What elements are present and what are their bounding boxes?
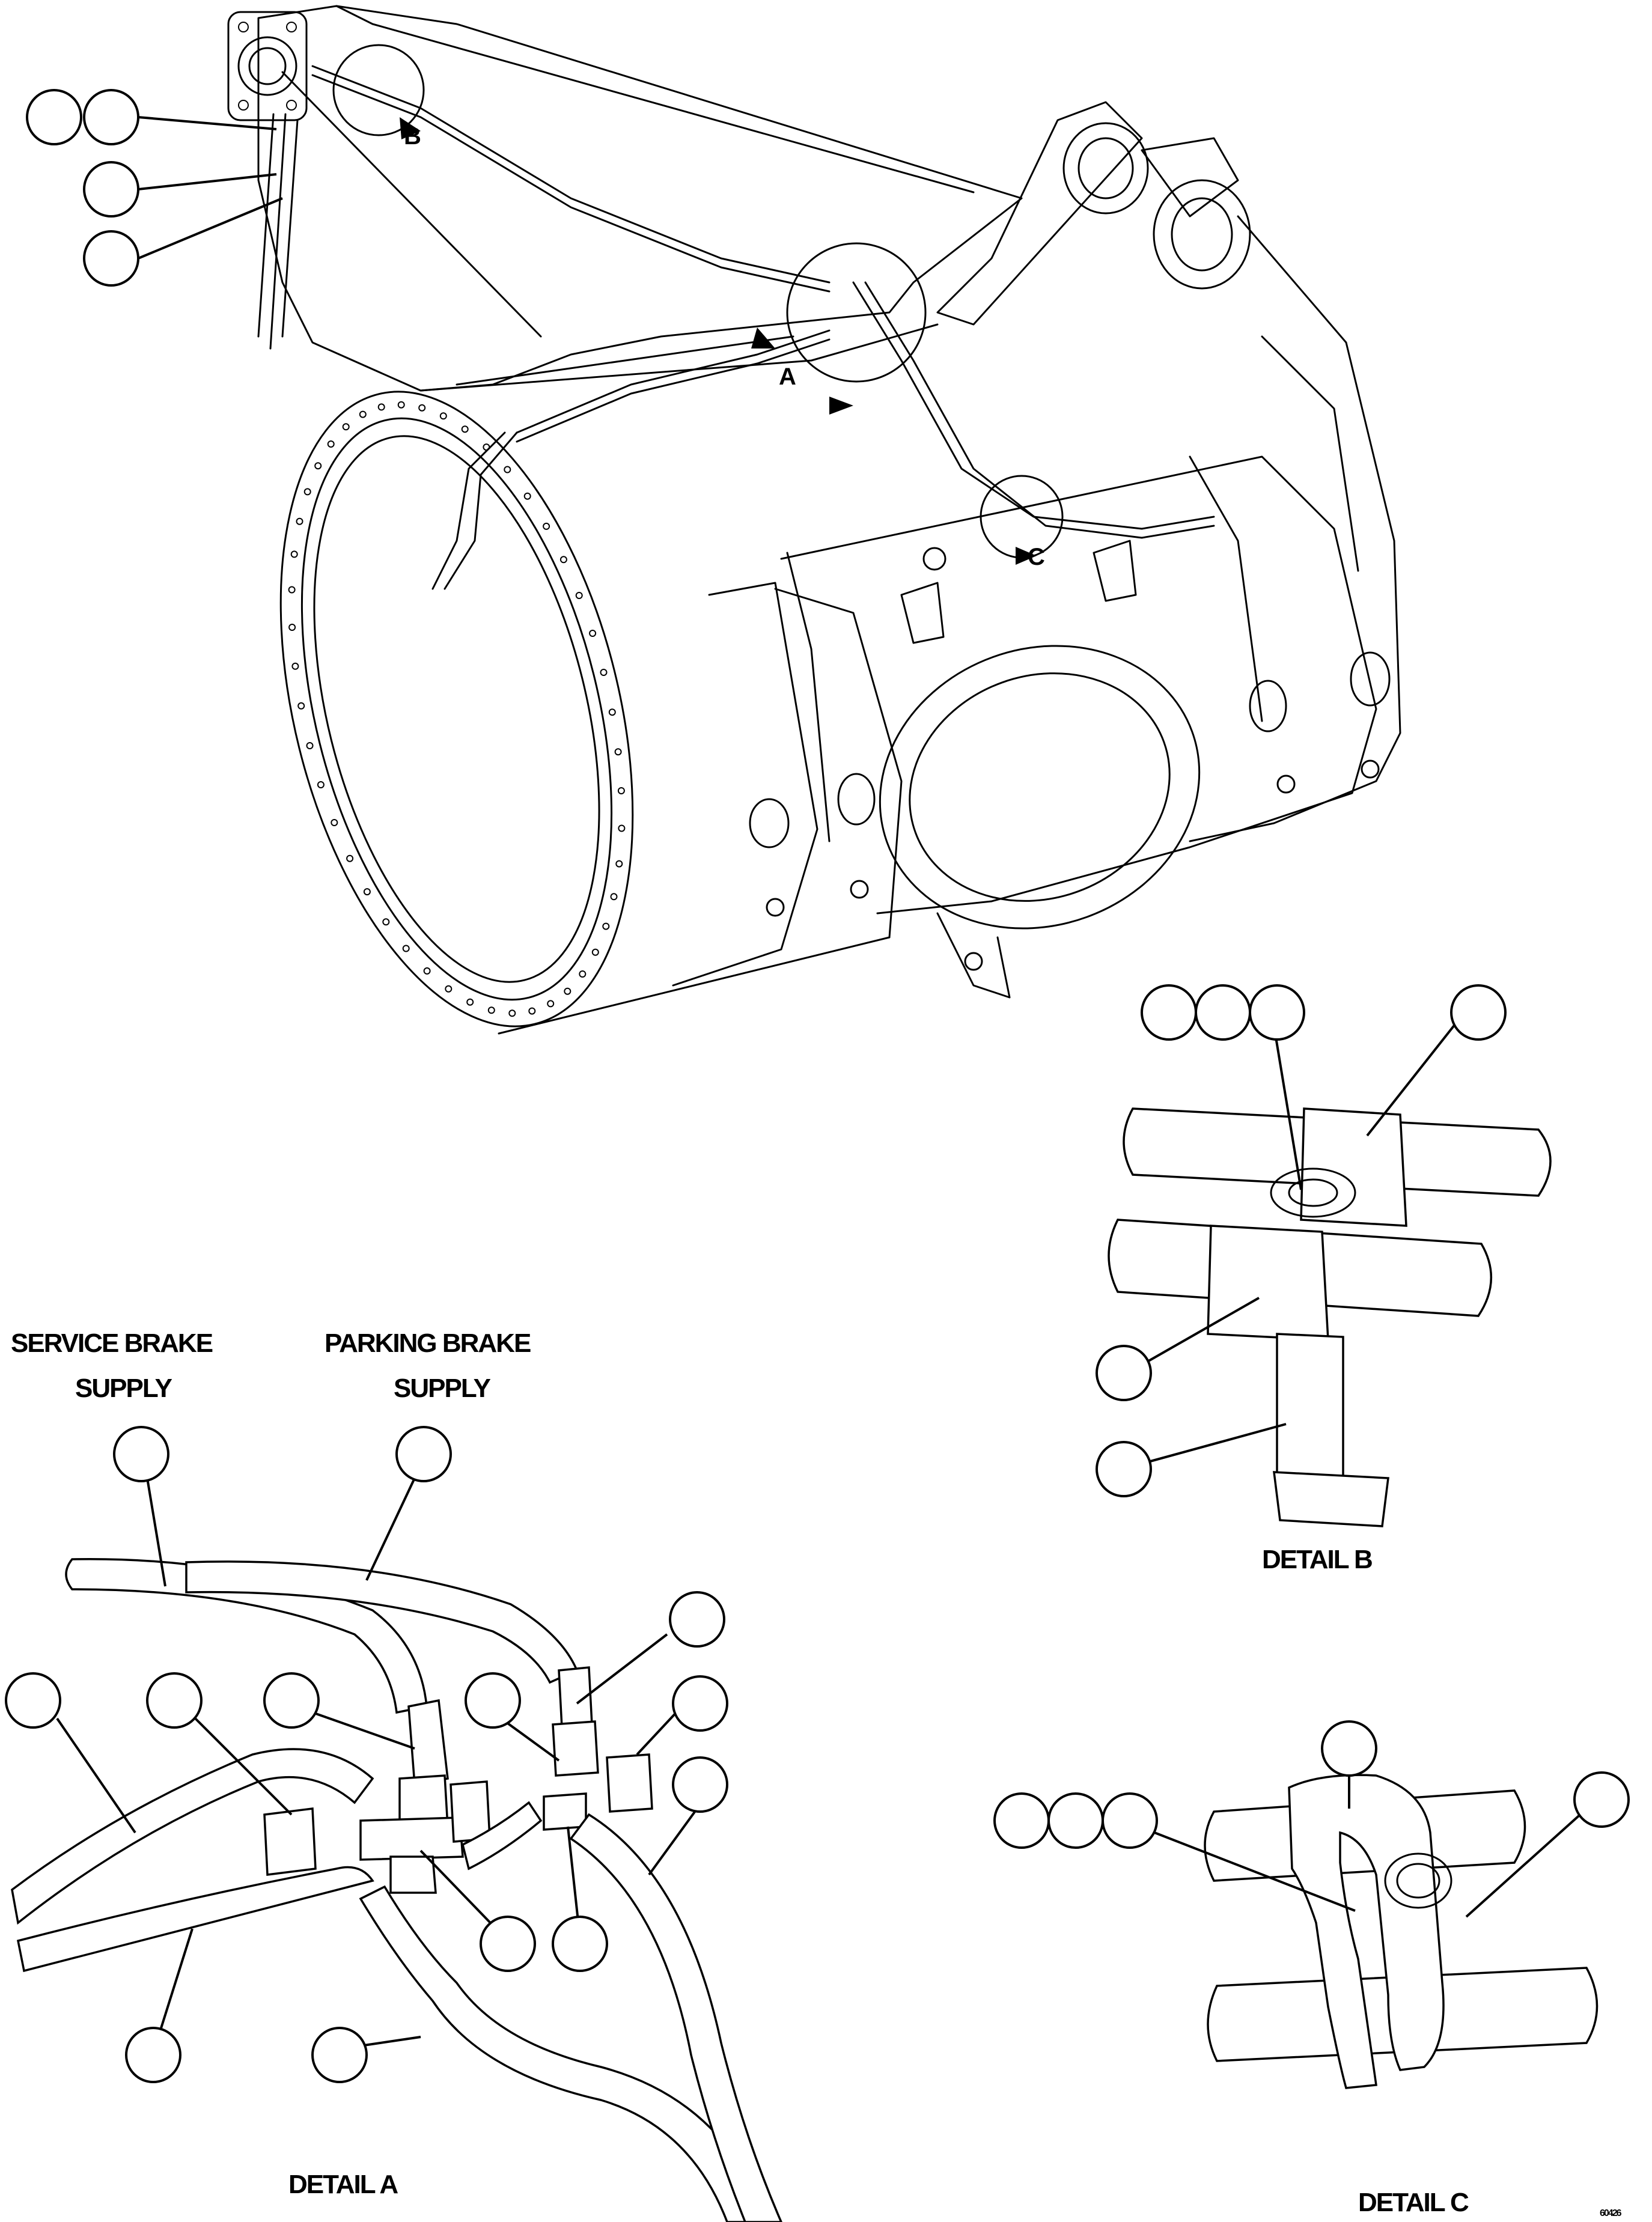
flange-bolt-holes bbox=[288, 401, 626, 1017]
axle-housing-assembly: B A C bbox=[26, 5, 1401, 1035]
figure-id: 60426 bbox=[1600, 2208, 1622, 2218]
service-brake-label-line2: SUPPLY bbox=[75, 1374, 172, 1403]
bolt-hole bbox=[331, 819, 338, 826]
callout-bubble bbox=[311, 2027, 368, 2083]
bolt-hole bbox=[314, 462, 322, 470]
bolt-hole bbox=[297, 702, 305, 710]
view-marker-c: C bbox=[1028, 544, 1044, 570]
bolt-hole bbox=[377, 403, 385, 411]
detail-a-caption: DETAIL A bbox=[288, 2170, 398, 2199]
callout-bubble bbox=[1450, 984, 1507, 1041]
bolt-hole bbox=[547, 1000, 555, 1008]
bolt-hole bbox=[296, 517, 303, 525]
bolt-hole bbox=[288, 624, 296, 631]
callout-bubble bbox=[83, 230, 139, 287]
bolt-hole bbox=[397, 401, 405, 409]
bolt-hole bbox=[543, 522, 550, 530]
callout-bubble bbox=[480, 1916, 536, 1972]
detail-a-marker bbox=[786, 242, 927, 383]
bolt-hole bbox=[602, 922, 610, 930]
bolt-hole bbox=[363, 888, 371, 896]
bolt-hole bbox=[288, 586, 296, 594]
callout-bubble bbox=[395, 1426, 452, 1482]
bolt-hole bbox=[618, 824, 626, 832]
bolt-hole bbox=[291, 662, 299, 670]
bolt-hole bbox=[346, 854, 354, 862]
callout-bubble bbox=[125, 2027, 181, 2083]
axle-tube-flange bbox=[279, 391, 634, 1027]
bolt-hole bbox=[445, 985, 453, 993]
bolt-hole bbox=[508, 1009, 516, 1017]
bolt-hole bbox=[303, 488, 311, 496]
bolt-hole bbox=[559, 556, 567, 564]
callout-bubble bbox=[672, 1675, 728, 1732]
bolt-hole bbox=[614, 748, 622, 756]
bolt-hole bbox=[564, 987, 571, 995]
bolt-hole bbox=[579, 970, 587, 978]
bolt-hole bbox=[290, 550, 298, 558]
parking-brake-label-line2: SUPPLY bbox=[394, 1374, 491, 1403]
callout-bubble bbox=[1249, 984, 1305, 1041]
callout-bubble bbox=[672, 1756, 728, 1813]
service-brake-label-line1: SERVICE BRAKE bbox=[11, 1329, 213, 1358]
callout-bubble bbox=[1047, 1792, 1104, 1849]
callout-bubble bbox=[669, 1591, 725, 1648]
callout-bubble bbox=[1141, 984, 1197, 1041]
bolt-hole bbox=[589, 630, 597, 637]
detail-b-view: DETAIL B bbox=[1096, 984, 1552, 1574]
callout-bubble bbox=[5, 1672, 61, 1729]
callout-bubble bbox=[1096, 1345, 1152, 1401]
lift-arm-lug bbox=[936, 101, 1143, 326]
callout-bubble bbox=[263, 1672, 320, 1729]
bolt-hole bbox=[504, 466, 511, 473]
callout-bubble bbox=[26, 89, 82, 145]
bolt-hole bbox=[487, 1006, 495, 1014]
bolt-hole bbox=[615, 860, 623, 868]
bolt-hole bbox=[342, 423, 350, 431]
bolt-hole bbox=[523, 492, 531, 500]
callout-bubble bbox=[1195, 984, 1251, 1041]
bolt-hole bbox=[610, 893, 618, 901]
detail-c-view: DETAIL C bbox=[993, 1720, 1630, 2217]
view-marker-a: A bbox=[779, 364, 796, 390]
detail-c-caption: DETAIL C bbox=[1358, 2188, 1469, 2217]
detail-b-marker bbox=[332, 44, 425, 136]
view-marker-b: B bbox=[404, 123, 421, 150]
callout-bubble bbox=[113, 1426, 169, 1482]
bolt-hole bbox=[617, 787, 625, 794]
detail-b-caption: DETAIL B bbox=[1262, 1545, 1372, 1574]
bolt-hole bbox=[382, 918, 390, 926]
bolt-hole bbox=[575, 592, 583, 599]
bolt-hole bbox=[608, 708, 616, 716]
parking-brake-label-line1: PARKING BRAKE bbox=[325, 1329, 531, 1358]
detail-c-marker bbox=[980, 475, 1064, 559]
bolt-hole bbox=[402, 945, 410, 952]
bolt-hole bbox=[327, 440, 335, 448]
bolt-hole bbox=[600, 669, 608, 676]
bolt-hole bbox=[528, 1007, 536, 1015]
bolt-hole bbox=[439, 412, 447, 420]
mounting-flange bbox=[227, 11, 308, 121]
center-bore bbox=[879, 645, 1201, 930]
detail-a-view: SERVICE BRAKE SUPPLY PARKING BRAKE SUPPL… bbox=[5, 1329, 782, 2222]
bolt-hole bbox=[423, 967, 431, 975]
callout-bubble bbox=[83, 89, 139, 145]
callout-bubble bbox=[1573, 1771, 1630, 1828]
callout-bubble bbox=[146, 1672, 203, 1729]
bolt-hole bbox=[591, 948, 599, 956]
bolt-hole bbox=[359, 410, 367, 418]
bolt-hole bbox=[306, 742, 314, 749]
callout-bubble bbox=[552, 1916, 608, 1972]
callout-bubble bbox=[83, 161, 139, 218]
bolt-hole bbox=[466, 998, 474, 1006]
bolt-hole bbox=[418, 404, 426, 412]
callout-bubble bbox=[1321, 1720, 1377, 1777]
bolt-hole bbox=[461, 425, 469, 433]
callout-bubble bbox=[1096, 1441, 1152, 1497]
bolt-hole bbox=[317, 781, 325, 788]
callout-bubble bbox=[1102, 1792, 1158, 1849]
callout-bubble bbox=[993, 1792, 1050, 1849]
callout-bubble bbox=[465, 1672, 521, 1729]
